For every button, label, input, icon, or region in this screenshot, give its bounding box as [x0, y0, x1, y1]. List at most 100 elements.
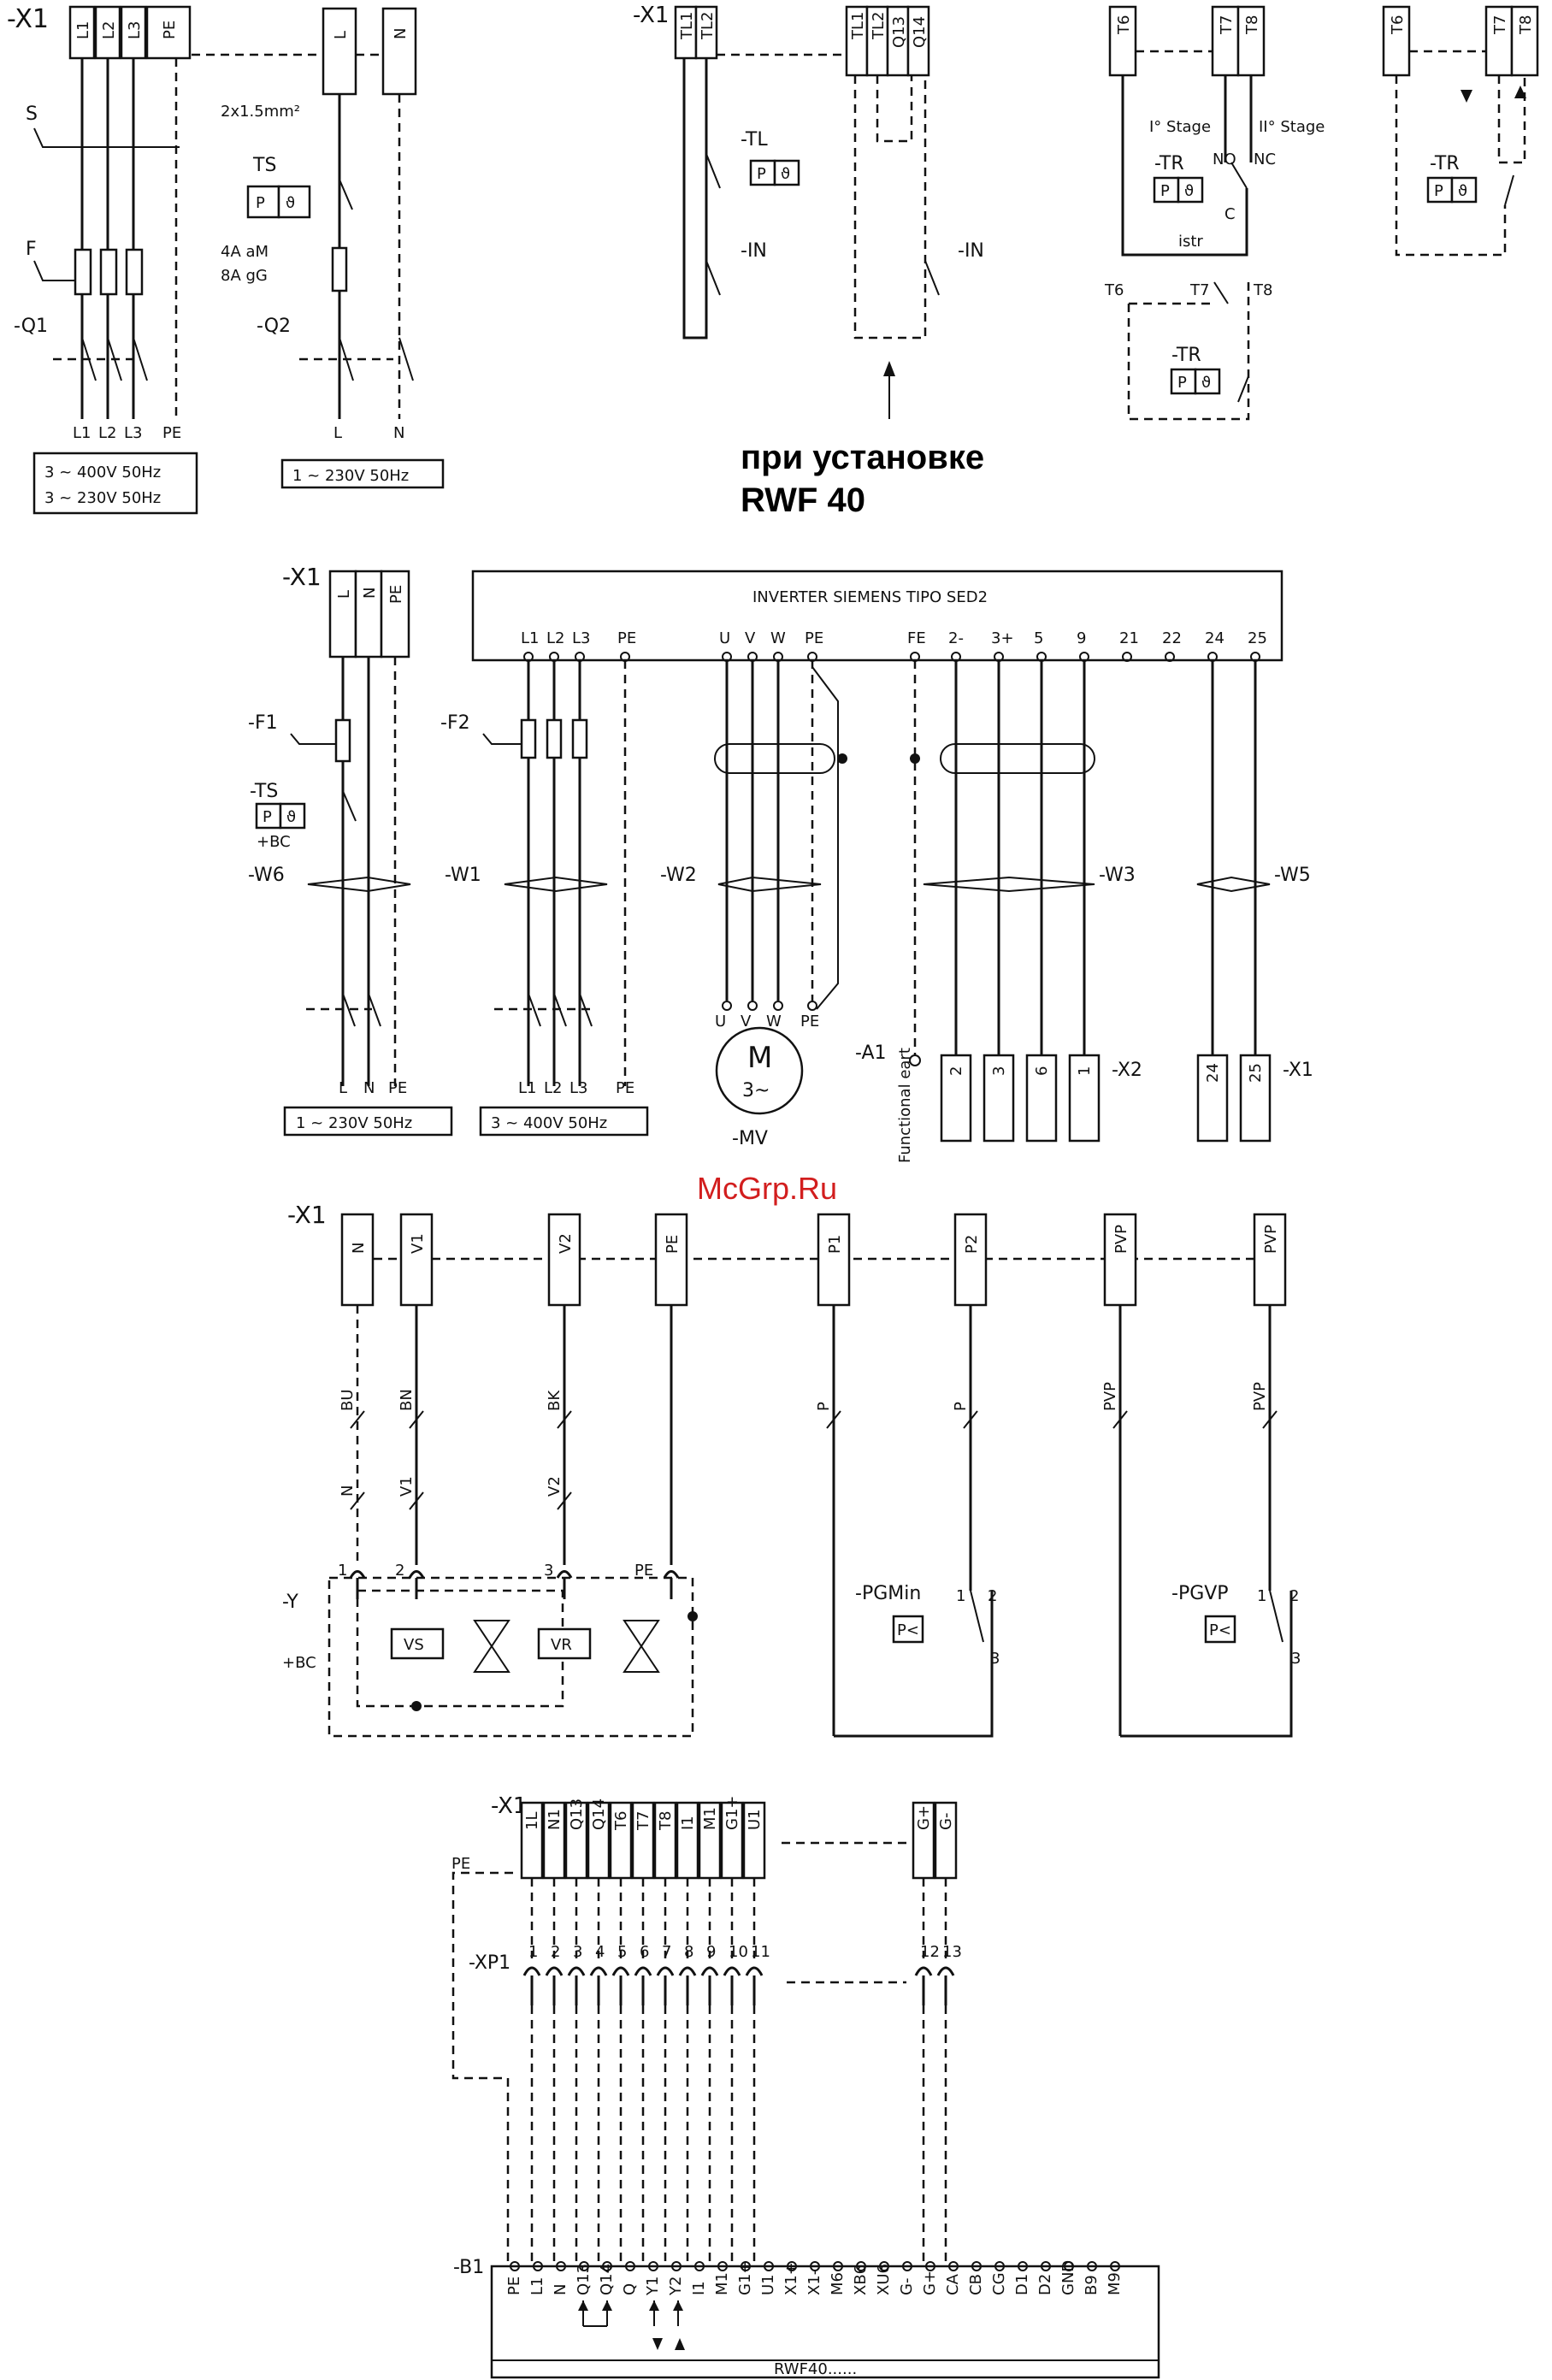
- b1-terminal-label: M9: [1106, 2272, 1124, 2295]
- theta-symbol: ϑ: [286, 808, 296, 826]
- valve-terminal-label: PVP: [1262, 1225, 1280, 1254]
- b1-terminal-label: G-: [898, 2278, 916, 2295]
- rwf-x1-terminal-label: U1: [746, 1809, 764, 1830]
- nc-label: NC: [1254, 151, 1276, 168]
- b1-terminal-dot: [856, 2261, 866, 2271]
- b1-terminal-dot: [648, 2261, 658, 2271]
- b1-terminal-label: M1: [713, 2272, 731, 2295]
- rwf-x1-terminal-label: N1: [546, 1809, 564, 1830]
- istr-label: istr: [1178, 233, 1203, 251]
- pgmin-label: -PGMin: [855, 1583, 921, 1604]
- xp1-pin: [656, 1966, 675, 1976]
- rwf-x1-terminal-label: G1+: [723, 1796, 741, 1830]
- b1-terminal-dot: [671, 2261, 682, 2271]
- inverter-terminal-label: 21: [1119, 629, 1139, 647]
- xp1-pin-number: 12: [920, 1943, 940, 1961]
- rwf-x1-terminal: [542, 1801, 566, 1880]
- term-pe: PE: [161, 21, 179, 39]
- x1-valve-label: -X1: [287, 1201, 327, 1229]
- xp1-pin-number: 13: [942, 1943, 962, 1961]
- tl-in-section: -X1 TL1 TL2 -TL P ϑ -IN TL1 TL2 Q13 Q14 …: [633, 3, 984, 519]
- term-tl2-b: TL2: [870, 12, 888, 40]
- b1-terminal-dot: [510, 2261, 520, 2271]
- rwf40-device: [490, 2265, 1160, 2379]
- vr-label: VR: [551, 1636, 572, 1654]
- rwf-g-terminal-label: G+: [915, 1805, 933, 1830]
- plug-pin: [663, 1570, 680, 1579]
- out-l1: L1: [73, 424, 91, 442]
- rwf-x1-terminal: [520, 1801, 544, 1880]
- no-label: NO: [1213, 151, 1236, 168]
- y-label: -Y: [282, 1592, 298, 1613]
- supply-1ph: 1 ~ 230V 50Hz: [292, 467, 409, 485]
- valve-terminal: [340, 1213, 375, 1307]
- install-note-2: RWF 40: [741, 481, 865, 519]
- inverter-terminal-label: U: [719, 629, 730, 647]
- xp1-pin: [678, 1966, 697, 1976]
- motor-terminal-label: PE: [800, 1013, 819, 1031]
- pgmin-pin1: 1: [956, 1587, 965, 1605]
- x1-label: -X1: [7, 4, 49, 34]
- valve-terminal-label: P2: [963, 1235, 981, 1254]
- inverter-terminal-label: 3+: [991, 629, 1014, 647]
- plug-pin: [556, 1570, 573, 1579]
- tr-label-c: -TR: [1430, 153, 1460, 174]
- b1-terminal-label: B9: [1083, 2275, 1101, 2295]
- p-symbol: P: [1434, 182, 1443, 200]
- motor-m: M: [747, 1041, 772, 1075]
- b1-terminal-dot: [902, 2261, 912, 2271]
- valve-terminal-label: PVP: [1112, 1225, 1130, 1254]
- inverter-title: INVERTER SIEMENS TIPO SED2: [752, 588, 988, 606]
- xp1-pin: [723, 1966, 741, 1976]
- tr-label-b: -TR: [1171, 345, 1201, 366]
- motor-3ph: 3~: [742, 1080, 770, 1101]
- b1-terminal-dot: [1041, 2261, 1051, 2271]
- term-q13: Q13: [890, 16, 908, 48]
- x1b-terminal: [1239, 1054, 1272, 1143]
- valve-terminal: [547, 1213, 581, 1307]
- xp1-pin: [522, 1966, 541, 1976]
- pgvp-pin3: 3: [1291, 1650, 1301, 1668]
- valve-terminal: [399, 1213, 434, 1307]
- rwf-x1-terminal-label: T6: [612, 1811, 630, 1831]
- xp1-pin: [589, 1966, 608, 1976]
- inverter-terminal-dot: [1165, 652, 1175, 662]
- out-n-inv: N: [363, 1079, 375, 1097]
- valve-terminal: [1253, 1213, 1287, 1307]
- xp1-pin-number: 9: [706, 1943, 716, 1961]
- xp1-pin: [745, 1966, 764, 1976]
- rwf-x1-terminal-label: I1: [679, 1816, 697, 1830]
- out-l2: L2: [98, 424, 116, 442]
- b1-terminal-label: X1-: [806, 2270, 823, 2295]
- supply-3ph-400: 3 ~ 400V 50Hz: [44, 464, 161, 481]
- t8-small: T8: [1253, 281, 1272, 299]
- term-l1: L1: [74, 21, 92, 39]
- b1-terminal-label: I1: [690, 2281, 708, 2295]
- b1-terminal-label: G1+: [736, 2261, 754, 2295]
- xp1-pin: [914, 1966, 933, 1976]
- b1-terminal-label: Q14: [598, 2264, 616, 2295]
- wire-color-label: PVP: [1251, 1382, 1269, 1411]
- motor-symbol: [715, 1026, 804, 1115]
- pgvp-pin2: 2: [1289, 1587, 1299, 1605]
- wire-tick: [350, 1491, 365, 1510]
- term-l-inv: L: [335, 590, 353, 599]
- term-l: L: [332, 31, 350, 39]
- b1-terminal-dot: [1087, 2261, 1097, 2271]
- s-label: S: [26, 103, 38, 125]
- inverter-terminal-label: 25: [1248, 629, 1267, 647]
- a1-label: -A1: [855, 1042, 887, 1064]
- b1-terminal-dot: [833, 2261, 843, 2271]
- b1-terminal-label: U1: [759, 2274, 777, 2295]
- out-l1-inv: L1: [518, 1079, 536, 1097]
- inverter-terminal-label: W: [770, 629, 786, 647]
- x2-terminal-label: 2: [947, 1066, 965, 1076]
- x2-terminal-label: 6: [1033, 1066, 1051, 1076]
- motor-terminal-label: V: [741, 1013, 752, 1031]
- b1-terminal-label: Q13: [575, 2264, 593, 2295]
- rwf-g-terminal: [934, 1801, 958, 1880]
- wire-color-label: P: [952, 1402, 970, 1411]
- motor-terminal-dot: [722, 1001, 732, 1011]
